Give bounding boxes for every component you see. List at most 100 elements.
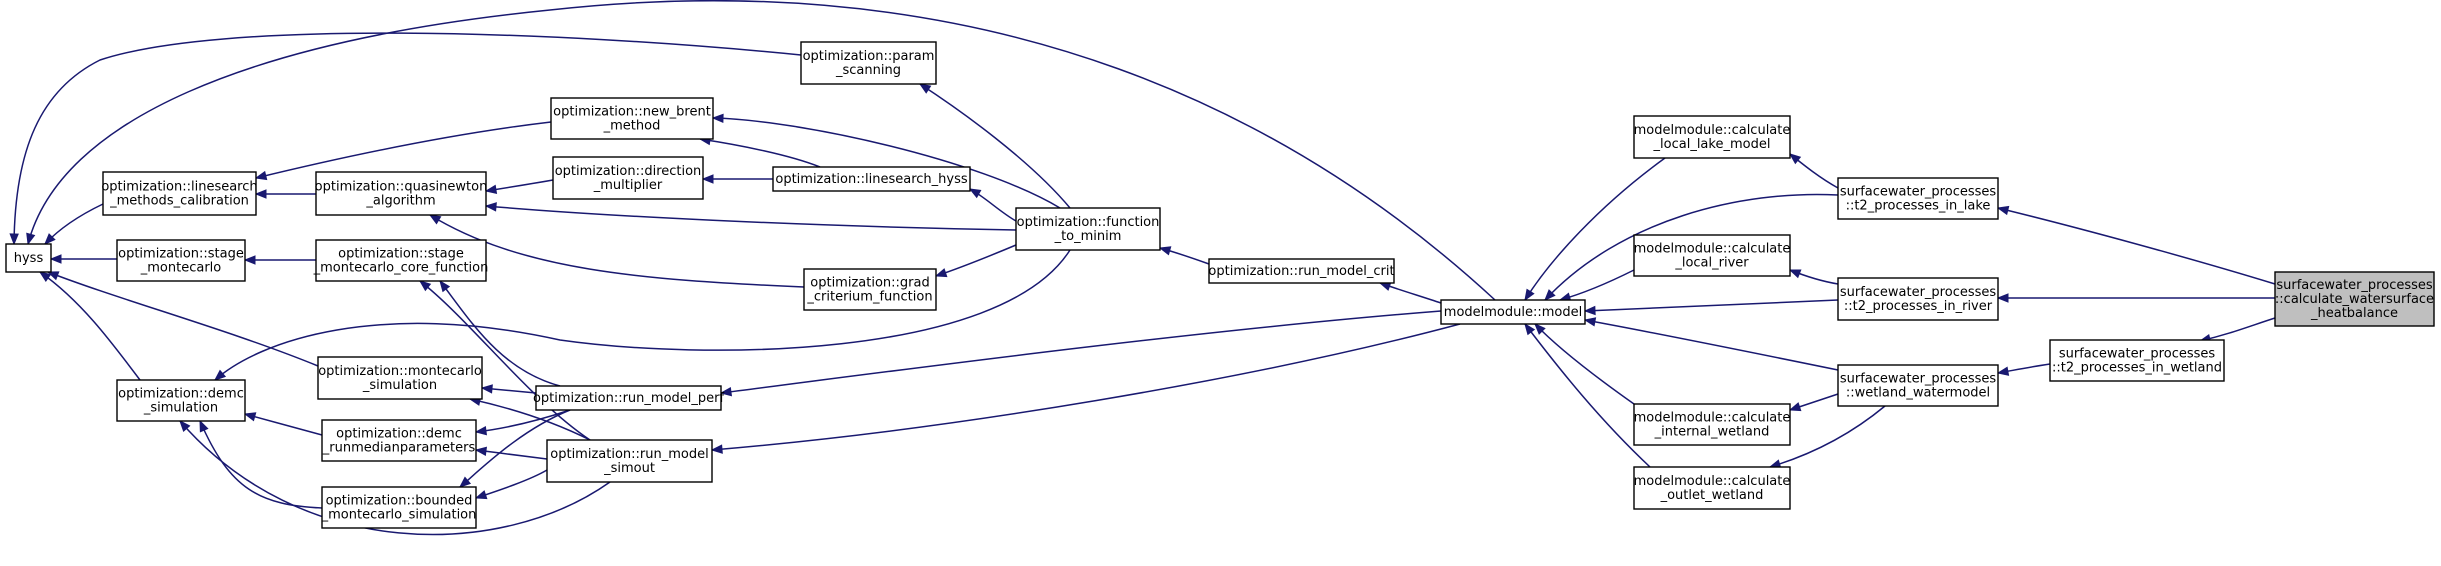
node-surfacewater-processes-t2-processes-in-river[interactable]: surfacewater_processes::t2_processes_in_…	[1837, 277, 1999, 321]
arrowhead	[968, 188, 982, 199]
call-edge	[1524, 323, 1651, 468]
node-optimization-stage-montecarlo[interactable]: optimization::stage_montecarlo	[116, 239, 246, 282]
node-surfacewater-processes-t2-processes-in-lake[interactable]: surfacewater_processes::t2_processes_in_…	[1837, 177, 1999, 220]
node-box	[321, 419, 477, 462]
node-label: ::t2_processes_in_river	[1844, 299, 1993, 314]
call-edge	[711, 323, 1461, 451]
call-edge	[720, 310, 1442, 394]
node-box	[800, 41, 937, 85]
node-label: _internal_wetland	[1654, 425, 1770, 440]
node-box	[1015, 207, 1161, 251]
arrowhead	[1583, 317, 1597, 327]
node-box	[535, 385, 722, 411]
call-edge	[199, 420, 323, 509]
call-edge	[1997, 207, 2276, 285]
node-box	[116, 239, 246, 282]
node-optimization-demc-runmedianparameters[interactable]: optimization::demc_runmedianparameters	[321, 419, 477, 462]
node-label: optimization::run_model_crit	[1208, 264, 1394, 279]
arrowhead	[254, 189, 267, 199]
call-nodes: hyss optimization::linesearch_methods_cal…	[5, 41, 2435, 529]
arrowhead	[484, 184, 498, 195]
node-box	[102, 171, 257, 216]
call-edge	[47, 271, 319, 367]
node-modelmodule-calculate-outlet-wetland[interactable]: modelmodule::calculate_outlet_wetland	[1633, 466, 1791, 510]
arrowhead	[44, 233, 56, 245]
node-optimization-function-to-minim[interactable]: optimization::function_to_minim	[1015, 207, 1161, 251]
node-label: _local_lake_model	[1653, 137, 1771, 152]
node-optimization-linesearch-hyss[interactable]: optimization::linesearch_hyss	[772, 166, 971, 192]
node-label: optimization::run_model	[550, 447, 708, 462]
arrowhead	[243, 412, 257, 422]
node-optimization-new-brent-method[interactable]: optimization::new_brent_method	[550, 97, 714, 140]
node-label: optimization::demc	[336, 427, 462, 442]
node-label: optimization::bounded	[326, 494, 473, 509]
node-optimization-param-scanning[interactable]: optimization::param_scanning	[800, 41, 937, 85]
call-edge	[214, 249, 1071, 381]
call-edge	[27, 0, 1496, 301]
node-label: surfacewater_processes	[1840, 372, 1997, 387]
arrowhead	[474, 426, 487, 436]
node-box	[5, 243, 52, 273]
node-label: optimization::function	[1017, 215, 1160, 230]
arrowhead	[701, 174, 714, 184]
node-modelmodule-calculate-local-lake-model[interactable]: modelmodule::calculate_local_lake_model	[1633, 115, 1791, 159]
node-box	[1633, 234, 1791, 277]
node-modelmodule-calculate-internal-wetland[interactable]: modelmodule::calculate_internal_wetland	[1633, 403, 1791, 446]
node-label: _simout	[603, 461, 655, 476]
node-label: _multiplier	[593, 178, 663, 193]
node-label: modelmodule::calculate	[1634, 242, 1791, 257]
node-optimization-linesearch-methods-calibration[interactable]: optimization::linesearch_methods_calibra…	[101, 171, 258, 216]
node-optimization-demc-simulation[interactable]: optimization::demc_simulation	[116, 379, 246, 422]
node-modelmodule-calculate-local-river[interactable]: modelmodule::calculate_local_river	[1633, 234, 1791, 277]
arrowhead	[918, 83, 932, 94]
node-label: optimization::grad	[810, 276, 929, 291]
node-label: _criterium_function	[806, 290, 932, 305]
node-label: optimization::direction	[555, 164, 702, 179]
node-optimization-run-model-simout[interactable]: optimization::run_model_simout	[546, 439, 713, 483]
node-box	[315, 171, 487, 216]
node-hyss[interactable]: hyss	[5, 243, 52, 273]
call-edge	[13, 32, 802, 245]
node-optimization-bounded-montecarlo-simulation[interactable]: optimization::bounded_montecarlo_simulat…	[321, 486, 477, 529]
arrowhead	[1788, 402, 1802, 412]
node-optimization-direction-multiplier[interactable]: optimization::direction_multiplier	[552, 156, 704, 200]
node-label: surfacewater_processes	[2276, 278, 2433, 293]
call-edge	[429, 214, 805, 288]
arrowhead	[439, 279, 451, 293]
arrowhead	[1788, 153, 1802, 165]
call-edges	[9, 0, 2276, 536]
call-edge	[179, 420, 611, 536]
node-box	[1440, 299, 1586, 325]
node-optimization-grad-criterium-function[interactable]: optimization::grad_criterium_function	[803, 268, 937, 311]
node-label: optimization::param	[803, 49, 935, 64]
call-edge	[475, 469, 548, 499]
node-optimization-stage-montecarlo-core-function[interactable]: optimization::stage_montecarlo_core_func…	[313, 239, 489, 282]
node-label: _simulation	[143, 401, 218, 416]
node-optimization-run-model-perf[interactable]: optimization::run_model_perf	[533, 385, 725, 411]
arrowhead	[9, 233, 19, 246]
node-box	[1633, 403, 1791, 446]
node-box	[803, 268, 937, 311]
node-optimization-quasinewton-algorithm[interactable]: optimization::quasinewton_algorithm	[315, 171, 488, 216]
node-optimization-run-model-crit[interactable]: optimization::run_model_crit	[1208, 258, 1395, 284]
node-label: _montecarlo_core_function	[313, 261, 489, 276]
node-box	[772, 166, 971, 192]
arrowhead	[1524, 322, 1536, 336]
node-label: _runmedianparameters	[322, 441, 476, 456]
node-surfacewater-processes-calculate-watersurface-heatbalance[interactable]: surfacewater_processes::calculate_waters…	[2274, 271, 2435, 327]
node-label: _montecarlo_simulation	[321, 508, 477, 523]
arrowhead	[1996, 293, 2009, 303]
arrowhead	[1996, 366, 2010, 376]
node-box	[2049, 339, 2225, 382]
arrowhead	[1544, 289, 1556, 301]
call-edge	[935, 244, 1017, 277]
node-label: optimization::quasinewton	[315, 180, 488, 195]
node-label: optimization::linesearch	[101, 180, 257, 195]
call-edge	[2199, 317, 2276, 342]
node-label: _outlet_wetland	[1660, 488, 1764, 503]
node-label: _method	[603, 119, 661, 134]
node-modelmodule-model[interactable]: modelmodule::model	[1440, 299, 1586, 325]
node-surfacewater-processes-wetland-watermodel[interactable]: surfacewater_processes::wetland_watermod…	[1837, 364, 1999, 407]
node-optimization-montecarlo-simulation[interactable]: optimization::montecarlo_simulation	[317, 356, 483, 400]
node-surfacewater-processes-t2-processes-in-wetland[interactable]: surfacewater_processes::t2_processes_in_…	[2049, 339, 2225, 382]
